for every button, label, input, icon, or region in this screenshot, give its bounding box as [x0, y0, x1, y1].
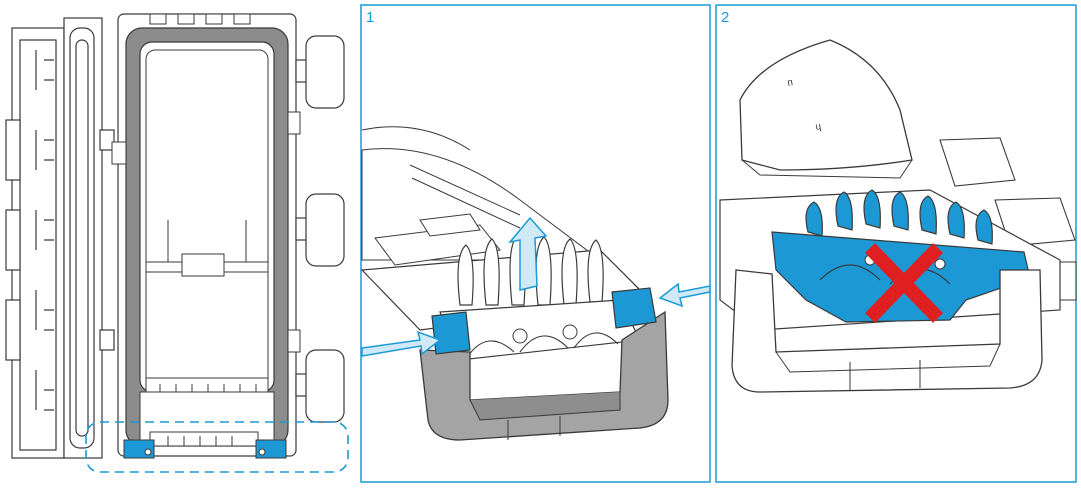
panel-2-number: 2 [721, 9, 729, 26]
arrow-left-icon [658, 282, 711, 308]
svg-text:ɥ: ɥ [815, 121, 822, 133]
arrow-right-icon [361, 330, 442, 357]
right-knobs [295, 35, 345, 423]
panel-1-clips [431, 287, 657, 355]
overview-panel [5, 13, 349, 473]
svg-text:п: п [787, 77, 794, 89]
side-profile [5, 17, 115, 459]
comb-fingers [457, 234, 604, 306]
panel-1: 1 [360, 4, 711, 483]
cross-mark-icon [864, 243, 944, 323]
panel-2: 2 п ɥ [715, 4, 1077, 483]
white-housing [731, 269, 1043, 393]
frame-body [111, 13, 301, 459]
up-arrow-icon [508, 216, 548, 291]
panel-1-number: 1 [366, 9, 374, 26]
